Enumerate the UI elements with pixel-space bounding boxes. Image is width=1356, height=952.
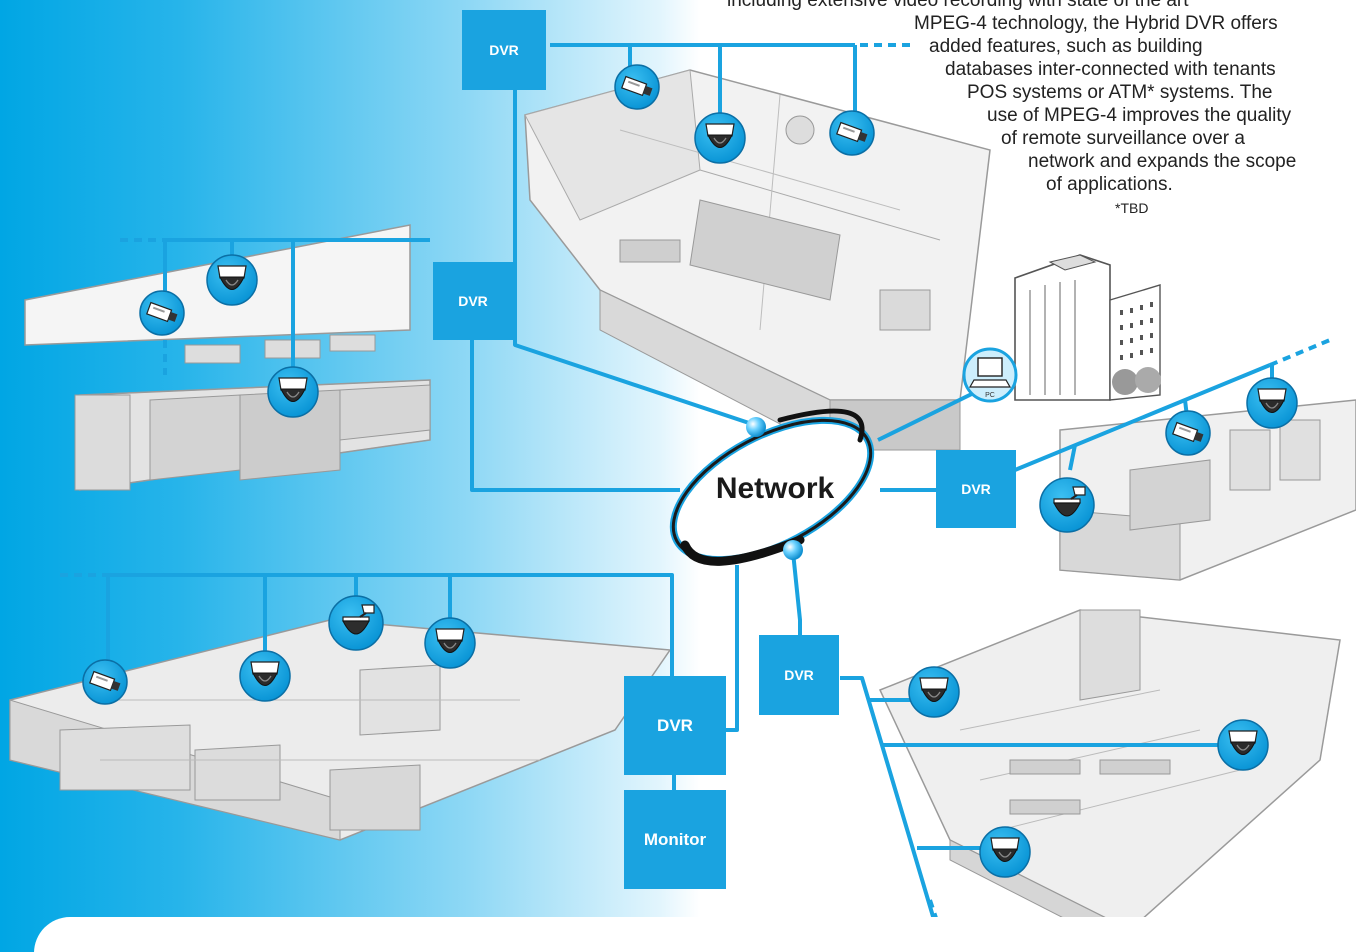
monitor-box: Monitor bbox=[624, 790, 726, 889]
description-line: of applications. bbox=[1046, 174, 1173, 195]
dome-camera-icon bbox=[979, 826, 1031, 878]
description-line: POS systems or ATM* systems. The bbox=[967, 82, 1273, 103]
dome-camera-icon bbox=[424, 617, 476, 669]
dvr-office-label: DVR bbox=[489, 42, 519, 58]
dvr-office-box: DVR bbox=[462, 10, 546, 90]
network-cabling bbox=[60, 43, 1331, 946]
dvr-hall-box: DVR bbox=[759, 635, 839, 715]
description-line: including extensive video recording with… bbox=[727, 0, 1189, 11]
box-camera-icon bbox=[1165, 410, 1211, 456]
dome-camera-icon bbox=[1217, 719, 1269, 771]
network-label: Network bbox=[715, 472, 835, 505]
link-office-dvr-to-network bbox=[513, 80, 756, 427]
dvr-store-label: DVR bbox=[458, 293, 488, 309]
dome-camera-icon bbox=[694, 112, 746, 164]
office-building-illustration bbox=[524, 69, 991, 451]
link-store-dvr-to-network bbox=[470, 330, 680, 492]
dvr-store-box: DVR bbox=[433, 262, 513, 340]
dvr-right-store-box: DVR bbox=[936, 450, 1016, 528]
dome-camera-icon bbox=[239, 650, 291, 702]
ptz-camera-icon bbox=[328, 595, 384, 651]
dvr-hall-label: DVR bbox=[784, 667, 814, 683]
dome-camera-icon bbox=[908, 666, 960, 718]
box-camera-icon bbox=[614, 64, 660, 110]
description-line: databases inter-connected with tenants bbox=[945, 59, 1276, 80]
network-hub bbox=[669, 408, 875, 566]
bottom-panel bbox=[34, 917, 1356, 952]
dome-camera-icon bbox=[267, 366, 319, 418]
dvr-warehouse-box: DVR bbox=[624, 676, 726, 775]
hall-illustration bbox=[878, 609, 1341, 952]
dvr-warehouse-label: DVR bbox=[657, 715, 693, 735]
dome-camera-icon bbox=[206, 254, 258, 306]
ptz-camera-icon bbox=[1039, 477, 1095, 533]
footnote-tbd: *TBD bbox=[1115, 200, 1149, 216]
pc-label: PC bbox=[985, 392, 995, 399]
description-line: added features, such as building bbox=[929, 36, 1203, 57]
description-line: network and expands the scope bbox=[1028, 151, 1297, 172]
warehouse-illustration bbox=[9, 619, 672, 841]
box-camera-icon bbox=[139, 290, 185, 336]
link-warehouse-dvr-to-network bbox=[725, 565, 739, 732]
right-store-illustration bbox=[1059, 399, 1356, 581]
pc-icon bbox=[962, 347, 1018, 403]
dome-camera-icon bbox=[1246, 377, 1298, 429]
box-camera-icon bbox=[82, 659, 128, 705]
dvr-right-store-label: DVR bbox=[961, 481, 991, 497]
network-node-bottom bbox=[783, 540, 803, 560]
monitor-label: Monitor bbox=[643, 829, 707, 849]
description-line: MPEG-4 technology, the Hybrid DVR offers bbox=[914, 13, 1278, 34]
box-camera-icon bbox=[829, 110, 875, 156]
network-node-top bbox=[746, 417, 766, 437]
description-line: of remote surveillance over a bbox=[1001, 128, 1245, 149]
skyscraper-icon bbox=[1014, 254, 1161, 401]
description-line: use of MPEG-4 improves the quality bbox=[987, 105, 1292, 126]
